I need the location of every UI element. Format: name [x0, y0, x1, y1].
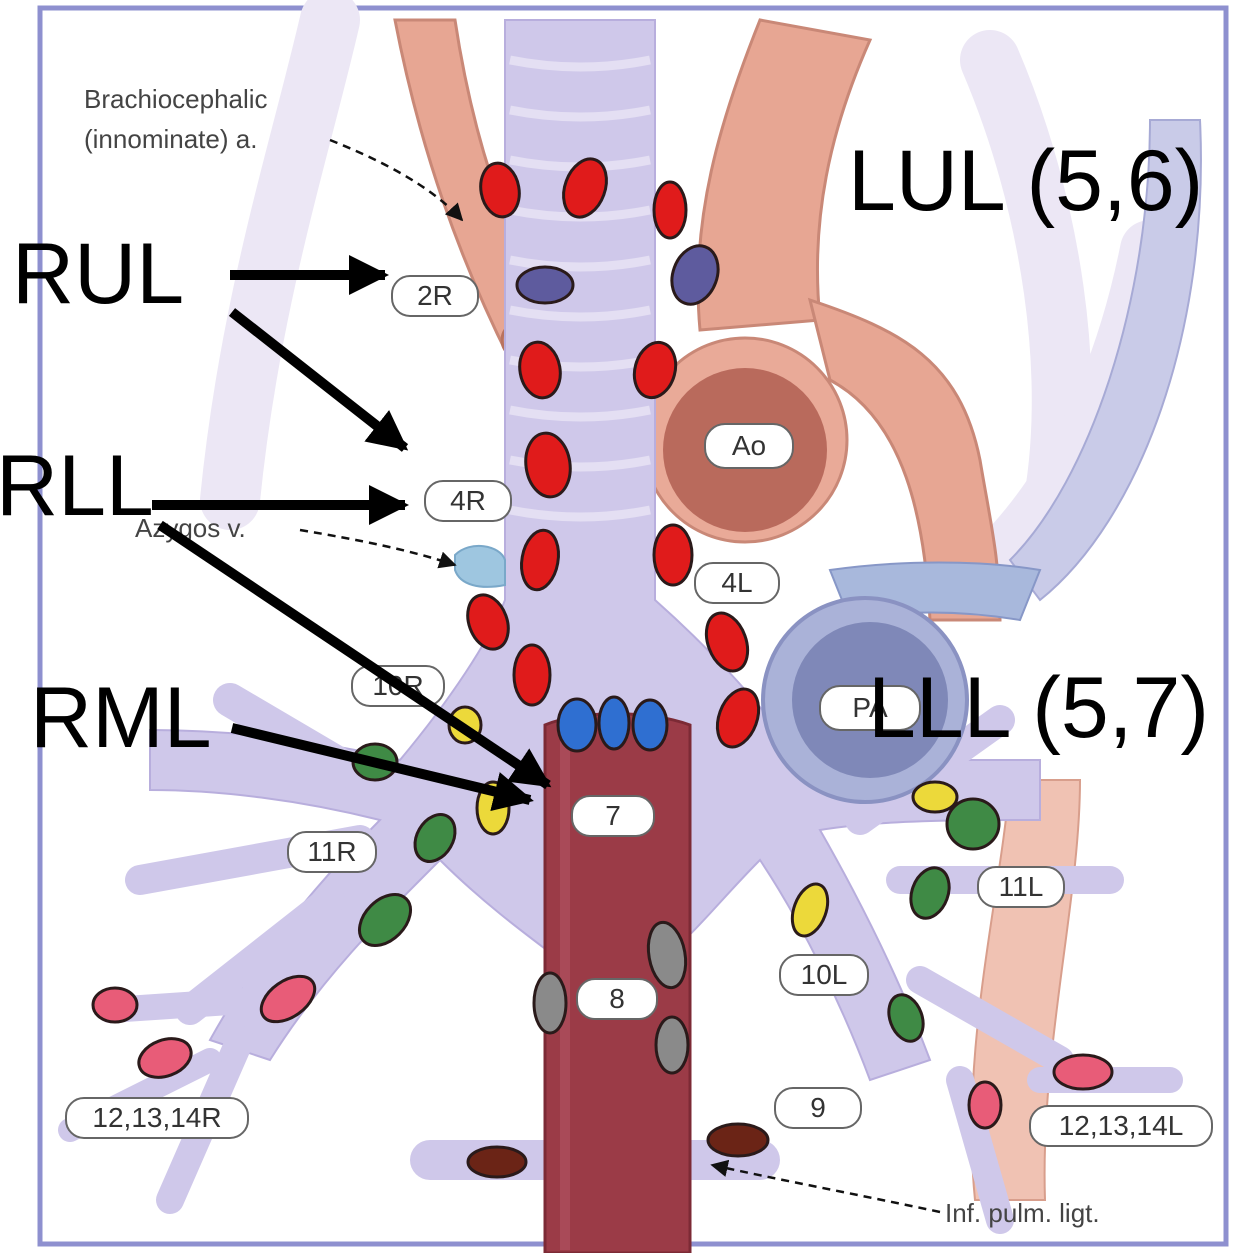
- node-red: [479, 161, 521, 219]
- lobe-label-rml: RML: [30, 670, 212, 766]
- node-brown: [706, 1122, 770, 1158]
- node-gray: [532, 971, 568, 1035]
- node-gray: [654, 1015, 690, 1075]
- node-pink: [259, 974, 317, 1024]
- node-pink: [967, 1080, 1003, 1130]
- station-12-13-14r: 12,13,14R: [65, 1097, 249, 1139]
- svg-text:9: 9: [810, 1092, 826, 1123]
- arrow-rul-4r: [228, 308, 409, 452]
- node-purple: [515, 265, 575, 305]
- station-4r: 4R: [424, 480, 512, 522]
- node-yellow: [911, 780, 959, 814]
- node-red: [466, 593, 510, 651]
- node-red: [562, 157, 608, 219]
- lobe-label-lul: LUL (5,6): [848, 133, 1203, 229]
- node-blue: [556, 697, 598, 753]
- lobe-label-lll: LLL (5,7): [868, 660, 1209, 756]
- svg-text:12,13,14R: 12,13,14R: [92, 1102, 221, 1133]
- station-7: 7: [571, 795, 655, 837]
- brachiocephalic-label-line2: (innominate) a.: [84, 124, 257, 154]
- inf-pulm-ligt-label: Inf. pulm. ligt.: [945, 1198, 1100, 1228]
- station-11r: 11R: [287, 831, 377, 873]
- station-4l: 4L: [694, 562, 780, 604]
- station-labels: 2R 4R 4L 10R Ao PA 7 11R: [65, 275, 1213, 1147]
- svg-text:12,13,14L: 12,13,14L: [1059, 1110, 1184, 1141]
- node-gray: [646, 920, 688, 990]
- station-12-13-14l: 12,13,14L: [1029, 1105, 1213, 1147]
- svg-text:Ao: Ao: [732, 430, 766, 461]
- brachiocephalic-label-line1: Brachiocephalic: [84, 84, 268, 114]
- node-purple: [670, 244, 720, 306]
- lymph-nodes: [91, 157, 1114, 1179]
- lobe-labels: RUL RLL RML LUL (5,6) LLL (5,7): [0, 133, 1209, 766]
- inf-pulm-ligt-pointer: [710, 1159, 941, 1214]
- node-red: [632, 340, 678, 400]
- station-ao: Ao: [704, 423, 794, 469]
- node-red: [704, 611, 750, 673]
- anatomy-annotations: Brachiocephalic (innominate) a. Azygos v…: [84, 84, 1100, 1228]
- brachiocephalic-pointer: [329, 138, 464, 222]
- svg-text:11L: 11L: [999, 871, 1044, 902]
- node-brown: [466, 1145, 528, 1179]
- svg-text:11R: 11R: [307, 836, 356, 867]
- node-red: [652, 180, 688, 240]
- svg-text:2R: 2R: [417, 280, 453, 311]
- node-green: [909, 866, 951, 920]
- aortic-arch-curve: [807, 297, 1002, 622]
- node-pink: [91, 986, 139, 1024]
- left-pulmonary-vessel: [1008, 119, 1202, 602]
- azygos-label: Azygos v.: [135, 513, 246, 543]
- node-yellow: [790, 882, 830, 938]
- svg-text:PA: PA: [852, 692, 888, 723]
- node-pink: [1052, 1053, 1114, 1091]
- node-red: [652, 523, 694, 587]
- node-red: [715, 687, 761, 749]
- node-pink: [137, 1037, 193, 1079]
- node-red: [520, 528, 560, 592]
- lobe-label-rul: RUL: [12, 226, 184, 322]
- svg-text:10L: 10L: [801, 959, 848, 990]
- node-red: [524, 431, 572, 499]
- station-9: 9: [774, 1087, 862, 1129]
- node-blue: [631, 698, 669, 752]
- lobe-label-rll: RLL: [0, 438, 154, 534]
- station-2r: 2R: [391, 275, 479, 317]
- station-8: 8: [576, 978, 658, 1020]
- node-green: [887, 993, 925, 1043]
- arrow-rml-7: [230, 723, 534, 811]
- svg-text:4R: 4R: [450, 485, 486, 516]
- node-green: [358, 893, 412, 947]
- svg-text:8: 8: [609, 983, 625, 1014]
- station-10l: 10L: [779, 954, 869, 996]
- svg-text:7: 7: [605, 800, 621, 831]
- node-red: [512, 643, 552, 707]
- lobe-arrows: [152, 255, 552, 811]
- svg-text:4L: 4L: [721, 567, 752, 598]
- arrow-rll-7: [157, 520, 552, 790]
- azygos-pointer: [299, 528, 457, 569]
- station-11l: 11L: [977, 866, 1065, 908]
- station-pa: PA: [819, 685, 921, 731]
- node-green: [945, 797, 1001, 851]
- node-green: [413, 813, 457, 863]
- azygos-vein: [454, 544, 506, 588]
- node-blue: [597, 695, 631, 751]
- node-red: [518, 340, 562, 400]
